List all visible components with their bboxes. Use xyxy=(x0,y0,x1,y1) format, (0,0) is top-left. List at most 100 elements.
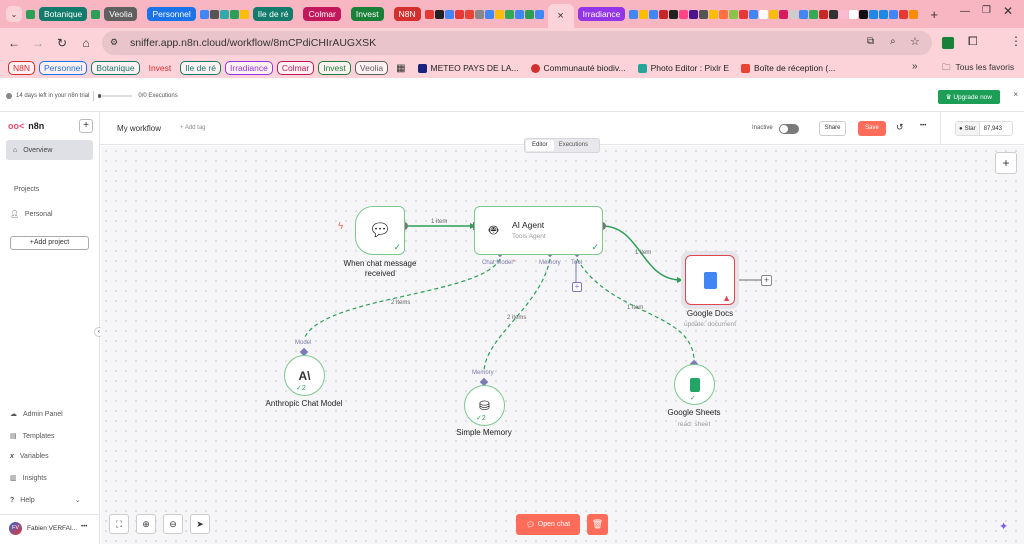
node-ai-agent[interactable]: 🤖︎ AI Agent Tools Agent ✓ xyxy=(474,206,603,255)
github-star-button[interactable]: ●Star 87,943 xyxy=(955,121,1013,136)
active-tab[interactable]: × xyxy=(547,4,574,28)
url-text[interactable]: sniffer.app.n8n.cloud/workflow/8mCPdiCHI… xyxy=(130,37,377,49)
sidebar-item-help[interactable]: ?Help⌄ xyxy=(10,496,81,505)
tab-group-irradiance[interactable]: Irradiance xyxy=(577,7,626,21)
favicon[interactable] xyxy=(91,9,101,19)
tab-group-n8n[interactable]: N8N xyxy=(393,7,421,21)
tab-favicons[interactable] xyxy=(629,9,919,19)
home-icon[interactable]: ⌂ xyxy=(82,36,90,50)
forward-icon[interactable]: → xyxy=(32,36,44,50)
tab-group-colmar[interactable]: Colmar xyxy=(303,7,341,21)
workflow-canvas[interactable]: Editor Executions + 1 item 1 item 2 item… xyxy=(101,138,1024,544)
add-node-button[interactable]: + xyxy=(995,152,1017,174)
node-simple-memory[interactable]: ⛁ ✓2 xyxy=(464,385,505,426)
node-google-sheets[interactable]: ✓ xyxy=(674,364,715,405)
all-bookmarks-label[interactable]: Tous les favoris xyxy=(955,62,1015,72)
zoom-icon[interactable]: ⌕ xyxy=(890,36,896,47)
favicon[interactable] xyxy=(26,9,35,19)
address-bar[interactable]: ⚙ sniffer.app.n8n.cloud/workflow/8mCPdiC… xyxy=(102,31,932,55)
share-button[interactable]: Share xyxy=(819,121,846,136)
bookmark-folder-personnel[interactable]: Personnel xyxy=(39,61,88,75)
upgrade-now-button[interactable]: ♛ Upgrade now xyxy=(937,90,1000,104)
close-banner-icon[interactable]: × xyxy=(1013,90,1018,99)
sidebar-item-admin-panel[interactable]: ☁Admin Panel xyxy=(10,410,63,419)
bookmark-folder-irradiance[interactable]: Irradiance xyxy=(225,61,273,75)
tab-favicons[interactable] xyxy=(199,9,249,19)
fit-view-button[interactable]: ⛶ xyxy=(109,514,129,534)
node-anthropic-chat-model[interactable]: A\ ✓2 xyxy=(284,355,325,396)
extension-icon[interactable] xyxy=(942,37,954,49)
bookmark-gmail[interactable]: Boîte de réception (... xyxy=(741,63,835,73)
tab-group-personnel[interactable]: Personnel xyxy=(147,7,196,21)
restore-icon[interactable]: ❐ xyxy=(982,5,991,16)
add-project-button[interactable]: +Add project xyxy=(10,236,89,250)
apps-grid-icon[interactable]: ▦ xyxy=(396,62,406,74)
tab-editor[interactable]: Editor xyxy=(526,140,554,151)
avatar[interactable]: FV xyxy=(9,522,22,535)
n8n-logo[interactable]: oo< n8n xyxy=(8,121,44,131)
tab-search-button[interactable]: ⌄ xyxy=(6,6,22,22)
bookmark-folder-ile-de-re[interactable]: Ile de ré xyxy=(180,61,221,75)
sidebar-item-templates[interactable]: ▤Templates xyxy=(10,432,55,441)
user-menu-button[interactable]: ••• xyxy=(81,524,88,530)
back-icon[interactable]: ← xyxy=(8,36,20,50)
robot-icon: 🤖︎ xyxy=(489,222,499,239)
bookmark-label[interactable]: Communauté biodiv... xyxy=(543,63,626,73)
bookmark-folder-n8n[interactable]: N8N xyxy=(8,61,36,75)
tidy-up-button[interactable]: ➤ xyxy=(190,514,210,534)
zoom-in-button[interactable]: ⊕ xyxy=(136,514,156,534)
node-google-docs[interactable]: ▲ xyxy=(685,255,735,305)
tab-group-veolia[interactable]: Veolia xyxy=(104,7,138,21)
add-tag-link[interactable]: + Add tag xyxy=(180,125,206,131)
extensions-puzzle-icon[interactable]: ⧠ xyxy=(968,34,978,48)
bookmark-folder-invest-2[interactable]: Invest xyxy=(318,61,351,75)
zoom-out-button[interactable]: ⊖ xyxy=(163,514,183,534)
workflow-name[interactable]: My workflow xyxy=(117,124,162,133)
open-chat-button[interactable]: 💬︎Open chat xyxy=(516,514,580,535)
node-chat-trigger[interactable]: 💬︎ ✓ xyxy=(355,206,405,255)
reload-icon[interactable]: ↻ xyxy=(56,36,68,50)
bookmark-meteo[interactable]: METEO PAYS DE LA... xyxy=(417,63,519,73)
upgrade-label[interactable]: Upgrade now xyxy=(953,94,992,101)
bookmark-pixlr[interactable]: Photo Editor : Pixlr E xyxy=(637,63,730,73)
bookmark-folder-colmar[interactable]: Colmar xyxy=(276,61,315,75)
workflow-menu-button[interactable]: ••• xyxy=(920,123,927,129)
new-tab-button[interactable]: + xyxy=(930,6,938,22)
bookmark-folder-invest[interactable]: Invest xyxy=(148,63,172,73)
close-tab-icon[interactable]: × xyxy=(557,10,564,22)
tab-favicons[interactable] xyxy=(424,9,544,19)
help-label: Help xyxy=(20,496,35,504)
site-info-icon[interactable]: ⚙ xyxy=(110,37,119,47)
more-bookmarks-icon[interactable]: » xyxy=(912,61,918,72)
sidebar-item-personal[interactable]: 👤︎Personal xyxy=(10,210,53,219)
view-tabs: Editor Executions xyxy=(524,138,600,153)
bookmark-biodiv[interactable]: Communauté biodiv... xyxy=(530,63,626,73)
save-button[interactable]: Save xyxy=(858,121,886,136)
minimize-icon[interactable]: — xyxy=(960,6,970,17)
bookmark-label[interactable]: Boîte de réception (... xyxy=(754,63,836,73)
window-close-icon[interactable]: ✕ xyxy=(1003,4,1014,18)
bookmark-folder-botanique[interactable]: Botanique xyxy=(91,61,140,75)
bookmark-label[interactable]: METEO PAYS DE LA... xyxy=(430,63,519,73)
create-button[interactable]: + xyxy=(79,119,93,133)
ai-assistant-icon[interactable]: ✦ xyxy=(999,521,1009,533)
active-toggle[interactable] xyxy=(779,124,799,134)
bookmark-label[interactable]: Photo Editor : Pixlr E xyxy=(650,63,730,73)
tab-group-invest[interactable]: Invest xyxy=(350,7,384,21)
tab-group-ile-de-re[interactable]: Ile de ré xyxy=(252,7,294,21)
bookmark-folder-veolia[interactable]: Veolia xyxy=(354,61,389,75)
history-icon[interactable]: ↺ xyxy=(896,122,904,132)
bookmark-star-icon[interactable]: ☆ xyxy=(910,36,920,48)
translate-icon[interactable]: ⧉ xyxy=(867,36,875,47)
add-next-node-button[interactable]: + xyxy=(761,275,772,286)
tab-group-botanique[interactable]: Botanique xyxy=(39,7,88,21)
browser-menu-icon[interactable]: ⋮ xyxy=(1010,34,1022,48)
sidebar-item-insights[interactable]: ▥Insights xyxy=(10,474,47,483)
add-tool-button[interactable]: + xyxy=(572,282,582,292)
tab-executions[interactable]: Executions xyxy=(558,142,589,148)
all-bookmarks[interactable]: 🗀Tous les favoris xyxy=(942,62,1014,76)
delete-execution-button[interactable]: 🗑︎ xyxy=(587,514,608,535)
star-count: 87,943 xyxy=(983,125,1002,132)
sidebar-item-overview[interactable]: ⌂Overview xyxy=(6,140,93,160)
